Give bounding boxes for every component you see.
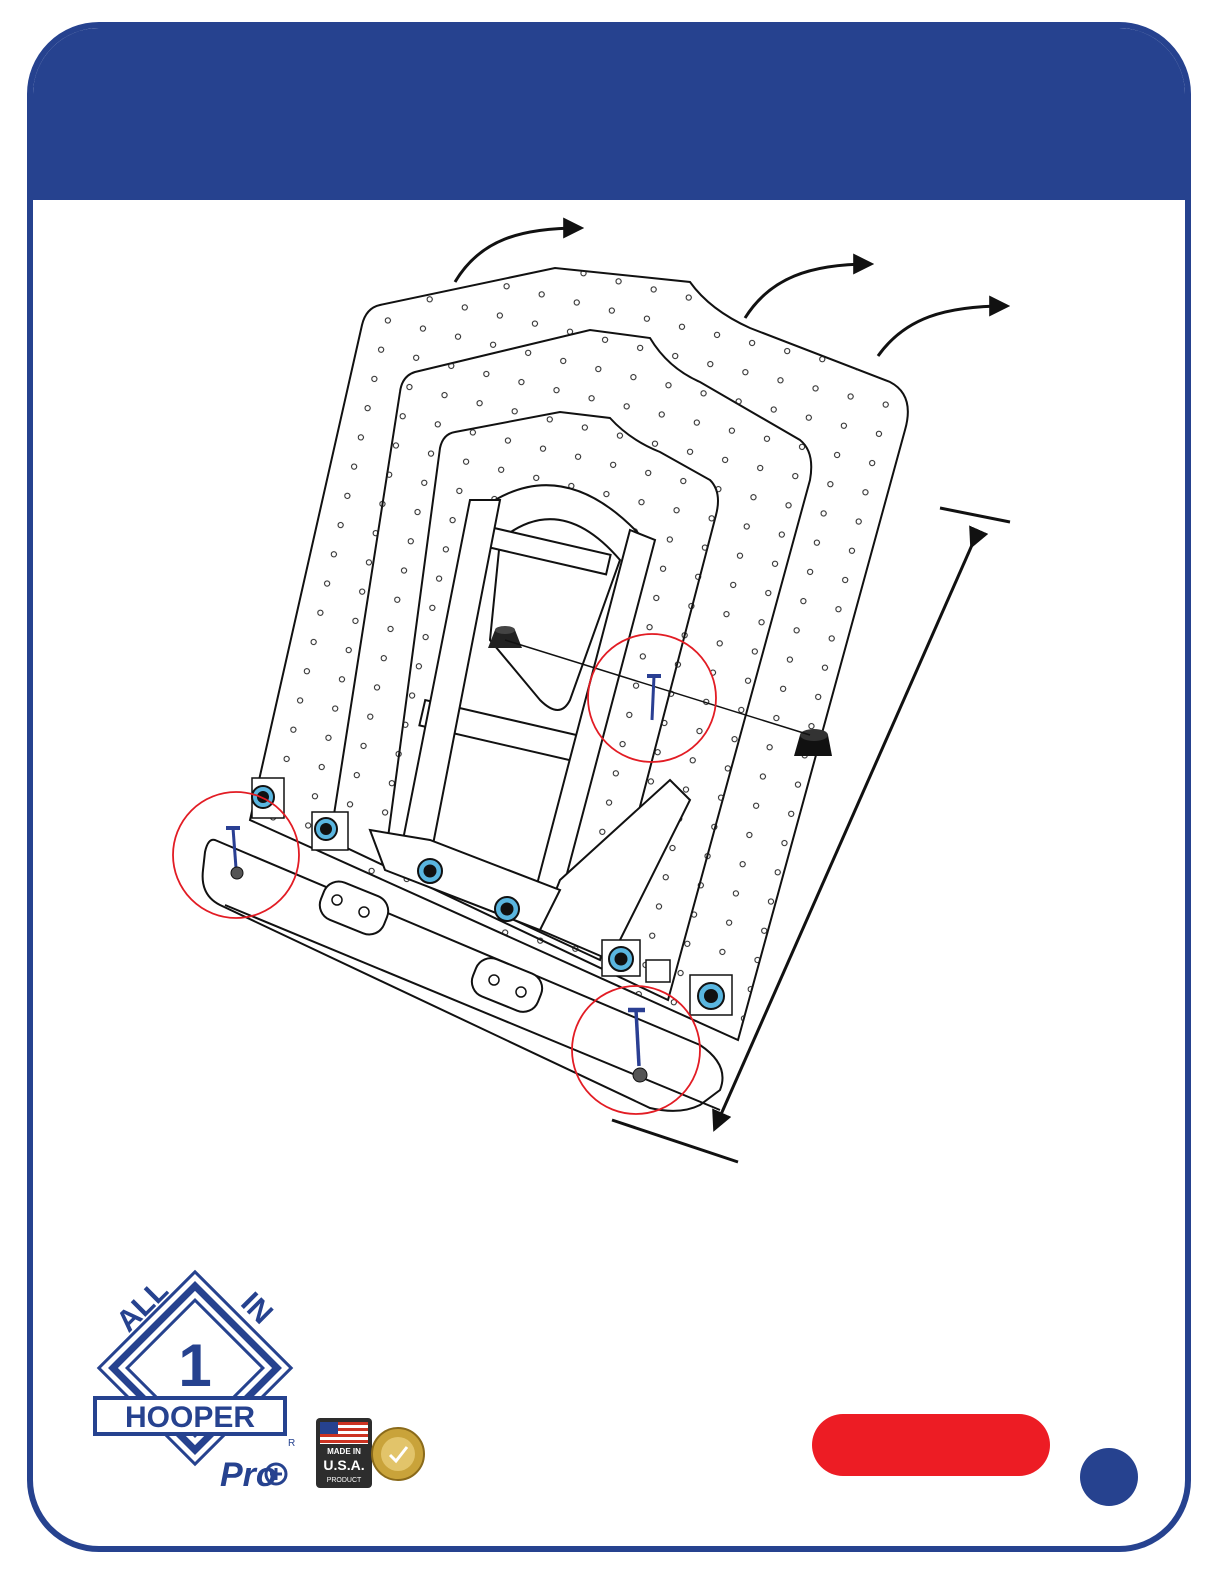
magnet-knob	[495, 897, 519, 921]
magnet-knob	[312, 812, 348, 850]
arrow-icon	[745, 264, 870, 318]
logo-numeral: 1	[178, 1332, 211, 1399]
page-number-dot	[1080, 1448, 1138, 1506]
logo-registered: R	[288, 1438, 295, 1449]
gold-seal-icon	[372, 1428, 424, 1480]
magnet-knob	[690, 975, 732, 1015]
logo-brand: HOOPER	[125, 1401, 255, 1434]
badge-made-in: MADE IN	[327, 1447, 361, 1456]
certification-badges: MADE IN U.S.A. PRODUCT	[316, 1418, 426, 1495]
spacer-block	[646, 960, 670, 982]
logo-pro: Pro	[220, 1456, 277, 1494]
arrow-icon	[878, 306, 1006, 356]
usa-flag-icon: MADE IN U.S.A. PRODUCT	[316, 1418, 372, 1488]
all-in-one-hooper-logo: ALL IN 1 HOOPER R Pro	[90, 1268, 300, 1503]
magnet-knob	[252, 778, 284, 818]
magnet-knob	[602, 940, 640, 976]
red-label-pill	[812, 1414, 1050, 1476]
badge-usa: U.S.A.	[323, 1457, 364, 1473]
magnet-knob	[418, 859, 442, 883]
logo-in: IN	[234, 1286, 279, 1331]
badge-product: PRODUCT	[327, 1477, 362, 1484]
